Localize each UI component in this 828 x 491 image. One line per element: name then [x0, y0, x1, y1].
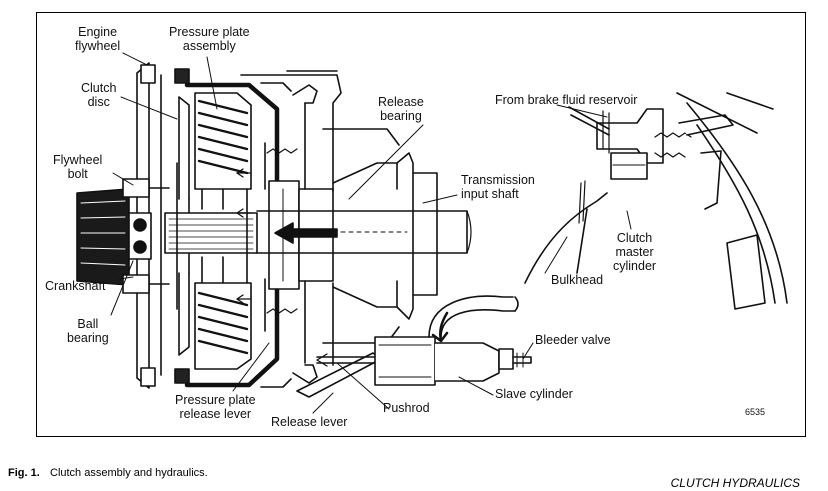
- label-ball-bearing: Ball bearing: [67, 317, 109, 345]
- label-figure-code: 6535: [745, 407, 766, 417]
- brake-fluid-reservoir-line: [568, 106, 610, 154]
- label-flywheel-bolt: Flywheel bolt: [53, 153, 103, 181]
- label-release-lever: Release lever: [271, 415, 348, 429]
- slave-cylinder: [374, 336, 514, 386]
- force-arrows: [236, 168, 252, 304]
- section-title: CLUTCH HYDRAULICS: [670, 476, 800, 490]
- crankshaft: [76, 188, 130, 286]
- label-pushrod: Pushrod: [383, 401, 430, 415]
- clutch-disc: [178, 96, 190, 356]
- label-pressure-plate-release-lever: Pressure plate release lever: [175, 393, 256, 421]
- label-clutch-disc: Clutch disc: [81, 81, 117, 109]
- pressure-plate-cover: [184, 82, 292, 388]
- clutch-master-cylinder: [596, 108, 734, 210]
- label-bleeder-valve: Bleeder valve: [535, 333, 611, 347]
- clutch-pedal: [676, 92, 788, 310]
- flywheel-bolt: [122, 178, 170, 294]
- label-bulkhead: Bulkhead: [551, 273, 604, 287]
- figure-caption: Clutch assembly and hydraulics.: [50, 467, 208, 479]
- bleeder-valve: [512, 352, 532, 368]
- ball-bearing: [128, 212, 152, 260]
- label-from-brake-fluid-reservoir: From brake fluid reservoir: [495, 93, 638, 107]
- label-slave-cylinder: Slave cylinder: [495, 387, 573, 401]
- clutch-diagram: [76, 52, 788, 414]
- pressure-spring: [264, 142, 298, 332]
- label-engine-flywheel: Engine flywheel: [75, 25, 121, 53]
- leader-lines: [110, 52, 632, 414]
- pushrod: [316, 353, 380, 367]
- label-crankshaft: Crankshaft: [45, 279, 106, 293]
- label-transmission-input-shaft: Transmission input shaft: [461, 173, 535, 201]
- label-clutch-master-cylinder: Clutch master cylinder: [613, 231, 657, 273]
- hydraulic-line: [428, 295, 519, 343]
- figure-frame: Engine flywheel Pressure plate assembly …: [36, 12, 806, 437]
- transmission-input-shaft: [256, 210, 472, 254]
- bulkhead: [524, 180, 608, 284]
- direction-arrow: [274, 222, 338, 244]
- figure-number: Fig. 1.: [8, 467, 40, 479]
- label-release-bearing: Release bearing: [378, 95, 424, 123]
- label-pressure-plate-assembly: Pressure plate assembly: [169, 25, 250, 53]
- release-lever: [240, 70, 382, 398]
- pressure-plate: [194, 92, 252, 370]
